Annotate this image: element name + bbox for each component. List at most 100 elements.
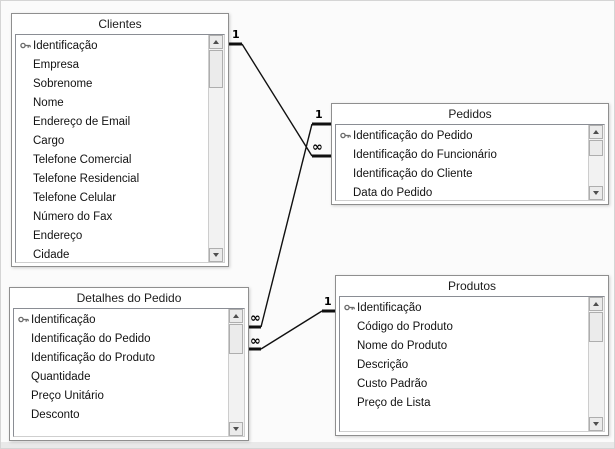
field-label: Telefone Celular: [33, 191, 117, 204]
scroll-down-button[interactable]: [209, 248, 223, 262]
field-row[interactable]: Endereço: [17, 226, 208, 245]
field-row[interactable]: Descrição: [341, 355, 588, 374]
field-label: Identificação: [33, 39, 98, 52]
scrollbar-thumb[interactable]: [229, 324, 243, 354]
field-list-pedidos: Identificação do Pedido Identificação do…: [335, 124, 605, 201]
field-row[interactable]: Sobrenome: [17, 74, 208, 93]
table-title-detalhes-do-pedido[interactable]: Detalhes do Pedido: [76, 291, 182, 305]
field-label: Descrição: [357, 358, 409, 371]
field-row[interactable]: Empresa: [17, 55, 208, 74]
cardinality-many-detalhes-pedido: ∞: [250, 311, 261, 326]
table-window-produtos[interactable]: Produtos Identificação Código do Produto…: [335, 275, 609, 436]
relationship-produtos-detalhes[interactable]: [249, 309, 335, 351]
field-list-detalhes-do-pedido: Identificação Identificação do Pedido Id…: [13, 308, 245, 437]
primary-key-icon: [337, 130, 353, 141]
field-row[interactable]: Cidade: [17, 245, 208, 262]
relationship-clientes-pedidos[interactable]: [229, 42, 331, 158]
field-label: Nome do Produto: [357, 339, 448, 352]
scroll-up-button[interactable]: [589, 297, 603, 311]
field-row[interactable]: Data do Pedido: [337, 183, 588, 200]
field-label: Sobrenome: [33, 77, 93, 90]
scroll-up-button[interactable]: [589, 125, 603, 139]
field-label: Preço Unitário: [31, 389, 104, 402]
field-label: Identificação do Cliente: [353, 167, 473, 180]
field-label: Identificação: [357, 301, 422, 314]
field-label: Cidade: [33, 248, 70, 261]
cardinality-many-detalhes-produto: ∞: [250, 334, 261, 349]
fields-produtos: Identificação Código do Produto Nome do …: [341, 298, 588, 412]
field-row[interactable]: Identificação do Funcionário: [337, 145, 588, 164]
field-label: Desconto: [31, 408, 80, 421]
field-label: Nome: [33, 96, 64, 109]
field-row[interactable]: Desconto: [15, 405, 228, 424]
field-list-produtos: Identificação Código do Produto Nome do …: [339, 296, 605, 432]
table-title-pedidos[interactable]: Pedidos: [448, 107, 492, 121]
cardinality-one-pedidos: 1: [315, 108, 323, 121]
field-label: Data do Pedido: [353, 186, 433, 199]
field-row[interactable]: Identificação do Pedido: [15, 329, 228, 348]
field-row[interactable]: Identificação: [15, 310, 228, 329]
field-row[interactable]: Identificação do Pedido: [337, 126, 588, 145]
field-label: Preço de Lista: [357, 396, 431, 409]
scrollbar-thumb[interactable]: [589, 312, 603, 342]
field-row[interactable]: Nome: [17, 93, 208, 112]
field-label: Identificação: [31, 313, 96, 326]
field-row[interactable]: Custo Padrão: [341, 374, 588, 393]
field-row[interactable]: Número do Fax: [17, 207, 208, 226]
table-title-clientes[interactable]: Clientes: [98, 17, 142, 31]
scroll-down-button[interactable]: [589, 186, 603, 200]
table-window-clientes[interactable]: Clientes Identificação Empresa Sobrenome…: [11, 13, 229, 267]
triangle-down-icon: [233, 427, 239, 431]
scrollbar[interactable]: [208, 35, 224, 262]
field-row[interactable]: Identificação do Cliente: [337, 164, 588, 183]
table-window-detalhes-do-pedido[interactable]: Detalhes do Pedido Identificação Identif…: [9, 287, 249, 441]
primary-key-icon: [15, 314, 31, 325]
field-row[interactable]: Código do Produto: [341, 317, 588, 336]
primary-key-icon: [341, 302, 357, 313]
scroll-down-button[interactable]: [589, 417, 603, 431]
field-row[interactable]: Identificação: [17, 36, 208, 55]
field-label: Endereço de Email: [33, 115, 131, 128]
field-row[interactable]: Quantidade: [15, 367, 228, 386]
scroll-up-button[interactable]: [229, 309, 243, 323]
field-row[interactable]: Identificação: [341, 298, 588, 317]
field-list-clientes: Identificação Empresa Sobrenome Nome End…: [15, 34, 225, 263]
field-row[interactable]: Identificação do Produto: [15, 348, 228, 367]
table-title-produtos[interactable]: Produtos: [447, 279, 497, 293]
field-row[interactable]: Telefone Celular: [17, 188, 208, 207]
triangle-up-icon: [213, 40, 219, 44]
triangle-down-icon: [213, 253, 219, 257]
field-label: Telefone Residencial: [33, 172, 140, 185]
field-label: Quantidade: [31, 370, 91, 383]
triangle-up-icon: [233, 314, 239, 318]
triangle-down-icon: [593, 191, 599, 195]
field-row[interactable]: Telefone Residencial: [17, 169, 208, 188]
scrollbar[interactable]: [588, 297, 604, 431]
field-label: Identificação do Pedido: [353, 129, 473, 142]
scroll-up-button[interactable]: [209, 35, 223, 49]
field-label: Identificação do Pedido: [31, 332, 151, 345]
field-label: Código do Produto: [357, 320, 453, 333]
field-row[interactable]: Telefone Comercial: [17, 150, 208, 169]
field-label: Telefone Comercial: [33, 153, 132, 166]
field-row[interactable]: Preço Unitário: [15, 386, 228, 405]
field-row[interactable]: Preço de Lista: [341, 393, 588, 412]
scrollbar-thumb[interactable]: [589, 140, 603, 156]
scrollbar[interactable]: [588, 125, 604, 200]
scrollbar[interactable]: [228, 309, 244, 436]
triangle-up-icon: [593, 130, 599, 134]
relationship-pedidos-detalhes[interactable]: [249, 122, 331, 329]
primary-key-icon: [17, 40, 33, 51]
scrollbar-thumb[interactable]: [209, 50, 223, 88]
field-row[interactable]: Nome do Produto: [341, 336, 588, 355]
field-row[interactable]: Endereço de Email: [17, 112, 208, 131]
table-window-pedidos[interactable]: Pedidos Identificação do Pedido Identifi…: [331, 103, 609, 205]
cardinality-one-clientes: 1: [232, 28, 240, 41]
fields-clientes: Identificação Empresa Sobrenome Nome End…: [17, 36, 208, 262]
fields-pedidos: Identificação do Pedido Identificação do…: [337, 126, 588, 200]
scroll-down-button[interactable]: [229, 422, 243, 436]
field-label: Empresa: [33, 58, 80, 71]
field-row[interactable]: Cargo: [17, 131, 208, 150]
